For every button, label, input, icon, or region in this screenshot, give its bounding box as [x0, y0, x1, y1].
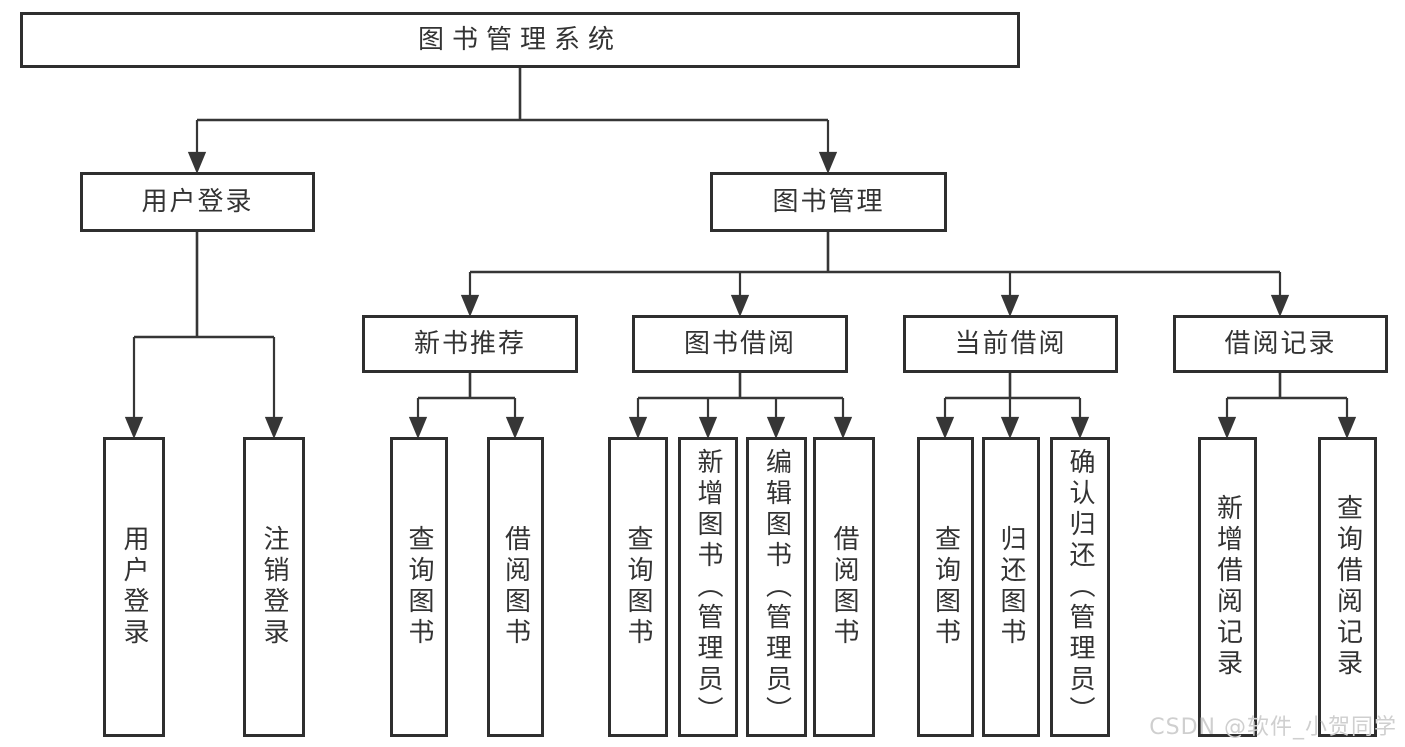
node-borrow-records: 借阅记录 [1173, 315, 1388, 373]
arrow-to-leaf-query-books-3 [935, 398, 955, 439]
arrow-to-user-login [187, 120, 207, 174]
node-label: 当前借阅 [954, 329, 1067, 359]
arrow-to-leaf-logout [264, 337, 284, 439]
node-label: 归还图书 [996, 525, 1026, 649]
node-label: 图书借阅 [683, 329, 796, 359]
leaf-user-login: 用户登录 [103, 437, 165, 737]
arrow-to-leaf-add-record [1217, 398, 1237, 439]
arrow-to-leaf-borrow-books-1 [505, 398, 525, 439]
node-label: 借阅记录 [1224, 329, 1337, 359]
node-label: 查询图书 [930, 525, 961, 649]
node-book-borrow: 图书借阅 [632, 315, 848, 373]
arrow-to-leaf-confirm-return [1070, 398, 1090, 439]
node-label: 借阅图书 [500, 525, 531, 649]
leaf-query-books-2: 查询图书 [608, 437, 668, 737]
leaf-query-borrow-record: 查询借阅记录 [1318, 437, 1377, 737]
node-label: 新增图书（管理员） [693, 447, 723, 727]
arrow-to-leaf-borrow-books-2 [833, 398, 853, 439]
arrow-to-leaf-user-login [124, 337, 144, 439]
arrow-to-leaf-query-books-1 [408, 398, 428, 439]
leaf-return-books: 归还图书 [982, 437, 1040, 737]
node-root: 图书管理系统 [20, 12, 1020, 68]
node-label: 借阅图书 [829, 525, 859, 649]
arrow-to-current-borrow [1000, 272, 1020, 317]
arrow-to-new-book-recommend [460, 272, 480, 317]
leaf-borrow-books-2: 借阅图书 [813, 437, 875, 737]
arrow-to-leaf-query-books-2 [628, 398, 648, 439]
leaf-borrow-books-1: 借阅图书 [487, 437, 544, 737]
arrow-to-leaf-query-record [1337, 398, 1357, 439]
node-label: 查询图书 [623, 525, 653, 649]
leaf-query-books-3: 查询图书 [917, 437, 974, 737]
leaf-add-book-admin: 新增图书（管理员） [678, 437, 738, 737]
node-user-login: 用户登录 [80, 172, 315, 232]
leaf-add-borrow-record: 新增借阅记录 [1198, 437, 1257, 737]
node-label: 用户登录 [119, 525, 149, 649]
leaf-query-books-1: 查询图书 [390, 437, 448, 737]
arrow-to-leaf-return-books [1000, 398, 1020, 439]
arrow-to-leaf-add-book [698, 398, 718, 439]
node-book-management: 图书管理 [710, 172, 947, 232]
node-label: 注销登录 [259, 525, 289, 649]
node-label: 用户登录 [141, 187, 254, 217]
leaf-logout: 注销登录 [243, 437, 305, 737]
arrow-to-borrow-records [1270, 272, 1290, 317]
node-label: 图书管理系统 [417, 25, 622, 55]
node-label: 新增借阅记录 [1212, 494, 1243, 680]
leaf-confirm-return-admin: 确认归还（管理员） [1050, 437, 1110, 737]
node-label: 确认归还（管理员） [1065, 447, 1095, 727]
node-label: 编辑图书（管理员） [761, 447, 792, 727]
arrow-to-book-management [818, 120, 838, 174]
node-current-borrow: 当前借阅 [903, 315, 1118, 373]
arrow-to-leaf-edit-book [766, 398, 786, 439]
watermark-text: CSDN @软件_小贺同学 [1149, 715, 1397, 740]
node-label: 查询图书 [404, 525, 434, 649]
node-new-book-recommend: 新书推荐 [362, 315, 578, 373]
node-label: 新书推荐 [413, 329, 526, 359]
node-label: 查询借阅记录 [1332, 494, 1363, 680]
arrow-to-book-borrow [730, 272, 750, 317]
node-label: 图书管理 [772, 187, 885, 217]
leaf-edit-book-admin: 编辑图书（管理员） [746, 437, 807, 737]
